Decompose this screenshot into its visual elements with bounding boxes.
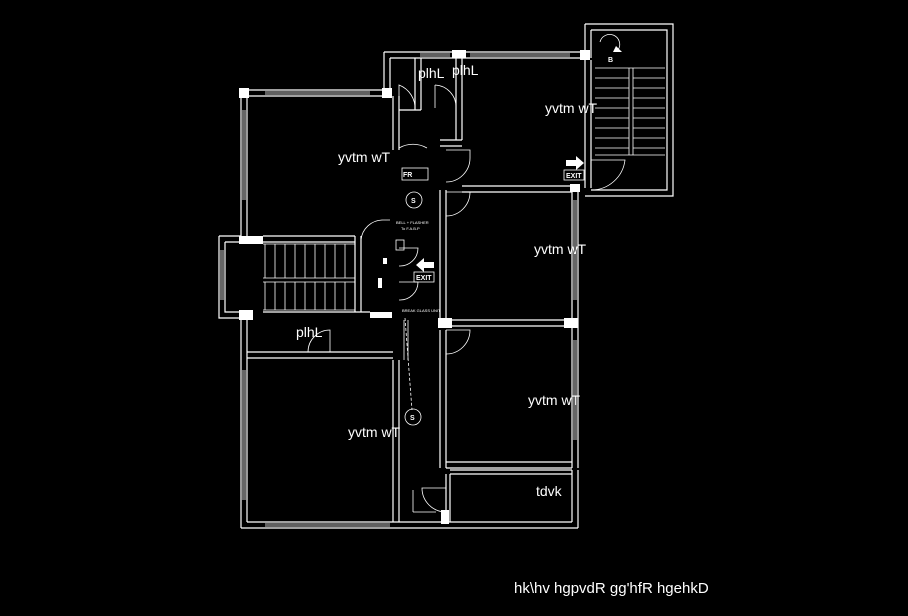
- bell-flasher-label: BELL + FLASHER: [396, 220, 429, 225]
- drawing-caption: hk\hv hgpvdR gg'hfR hgehkD: [514, 580, 709, 597]
- bell-flasher-sub-label: To F.A.B.P: [401, 226, 420, 231]
- break-glass-label: BREAK GLASS UNIT: [402, 308, 441, 313]
- exit-sign-main: EXIT: [416, 275, 432, 282]
- exit-sign-stair: EXIT: [566, 173, 582, 180]
- stair-arrow-icon: [599, 34, 621, 51]
- exit-arrow-icon: [566, 156, 584, 170]
- room-labels: yvtm wT yvtm wT yvtm wT yvtm wT yvtm wT …: [296, 62, 598, 499]
- stair-left: [263, 243, 355, 311]
- toilet-label-3: plhL: [296, 324, 323, 340]
- smoke-symbol-text-2: S: [410, 415, 415, 422]
- toilet-label-1: plhL: [418, 65, 445, 81]
- fire-symbols: FR S BELL + FLASHER To F.A.B.P BREAK GLA…: [378, 167, 441, 426]
- windows: [220, 53, 577, 527]
- stair-right: [595, 67, 665, 156]
- stair-direction: B: [599, 34, 622, 64]
- store-label: tdvk: [536, 483, 563, 499]
- stair-mark: B: [608, 57, 613, 64]
- smoke-symbol-text: S: [411, 198, 416, 205]
- panel-icon: [383, 258, 387, 264]
- room-label-lower-right: yvtm wT: [528, 392, 581, 408]
- toilet-label-2: plhL: [452, 62, 479, 78]
- columns: [239, 50, 590, 524]
- fire-rack-tag: FR: [403, 172, 412, 179]
- room-label-lower-left: yvtm wT: [348, 424, 401, 440]
- panel-icon-2: [378, 278, 382, 288]
- room-label-top-left: yvtm wT: [338, 149, 391, 165]
- smoke-detector-icon-2: [404, 408, 422, 426]
- room-label-top-right: yvtm wT: [545, 100, 598, 116]
- exit-signs: EXIT EXIT: [413, 156, 585, 283]
- exit-arrow-icon-2: [416, 258, 434, 272]
- room-label-mid-right: yvtm wT: [534, 241, 587, 257]
- smoke-detector-icon: [405, 191, 423, 209]
- cable-run: [403, 317, 413, 411]
- interior-walls: [247, 58, 592, 522]
- bell-icon: [395, 239, 405, 251]
